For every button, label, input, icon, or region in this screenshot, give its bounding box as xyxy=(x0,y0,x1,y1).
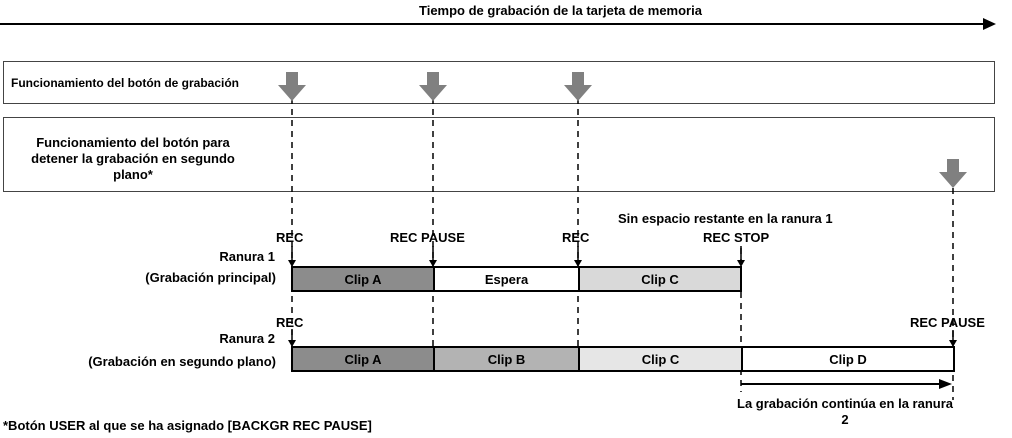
slot2-name: Ranura 2 xyxy=(219,331,275,346)
event-rec2: REC xyxy=(562,230,590,245)
continuation-label-line2: 2 xyxy=(841,412,849,427)
slot1-name: Ranura 1 xyxy=(219,249,275,264)
event-arrow-rec1 xyxy=(288,246,296,267)
press-arrow-4 xyxy=(939,159,967,188)
event-rec1: REC xyxy=(276,230,304,245)
bg-button-label-line1: Funcionamiento del botón para xyxy=(36,135,230,150)
event-arrow-rec2 xyxy=(574,246,582,267)
timeline-title: Tiempo de grabación de la tarjeta de mem… xyxy=(419,3,702,18)
rec-button-row xyxy=(3,61,995,104)
continuation-arrowhead xyxy=(939,379,952,389)
slot1-segment-clip-c: Clip C xyxy=(578,266,742,292)
press-arrow-2 xyxy=(419,72,447,101)
rec-button-label: Funcionamiento del botón de grabación xyxy=(11,76,240,90)
timeline-arrowhead xyxy=(983,18,996,30)
event-rec-pause-slot2: REC PAUSE xyxy=(910,315,985,330)
bg-button-label: Funcionamiento del botón para detener la… xyxy=(8,135,258,183)
slot1-role: (Grabación principal) xyxy=(145,270,276,285)
event-arrow-pause xyxy=(429,246,437,267)
slot2-segment-clip-a: Clip A xyxy=(291,346,435,372)
slot2-role: (Grabación en segundo plano) xyxy=(88,354,276,369)
bg-button-row xyxy=(3,117,995,192)
slot1-segment-espera: Espera xyxy=(433,266,580,292)
event-no-space: Sin espacio restante en la ranura 1 xyxy=(618,211,833,226)
bg-button-label-line3: plano* xyxy=(113,167,153,182)
slot2-segment-clip-d: Clip D xyxy=(741,346,955,372)
event-rec-pause: REC PAUSE xyxy=(390,230,465,245)
press-arrow-1 xyxy=(278,72,306,101)
slot2-segment-clip-c: Clip C xyxy=(578,346,743,372)
continuation-label-line1: La grabación continúa en la ranura xyxy=(737,396,953,411)
footnote: *Botón USER al que se ha asignado [BACKG… xyxy=(3,418,372,433)
slot2-segment-clip-b: Clip B xyxy=(433,346,580,372)
event-arrow-rec-slot2 xyxy=(288,330,296,347)
event-rec-slot2: REC xyxy=(276,315,304,330)
continuation-label: La grabación continúa en la ranura 2 xyxy=(700,396,990,428)
event-arrow-pause-slot2 xyxy=(949,330,957,347)
slot1-segment-clip-a: Clip A xyxy=(291,266,435,292)
event-rec-stop: REC STOP xyxy=(703,230,770,245)
event-arrow-stop xyxy=(737,246,745,267)
press-arrow-3 xyxy=(564,72,592,101)
bg-button-label-line2: detener la grabación en segundo xyxy=(31,151,235,166)
